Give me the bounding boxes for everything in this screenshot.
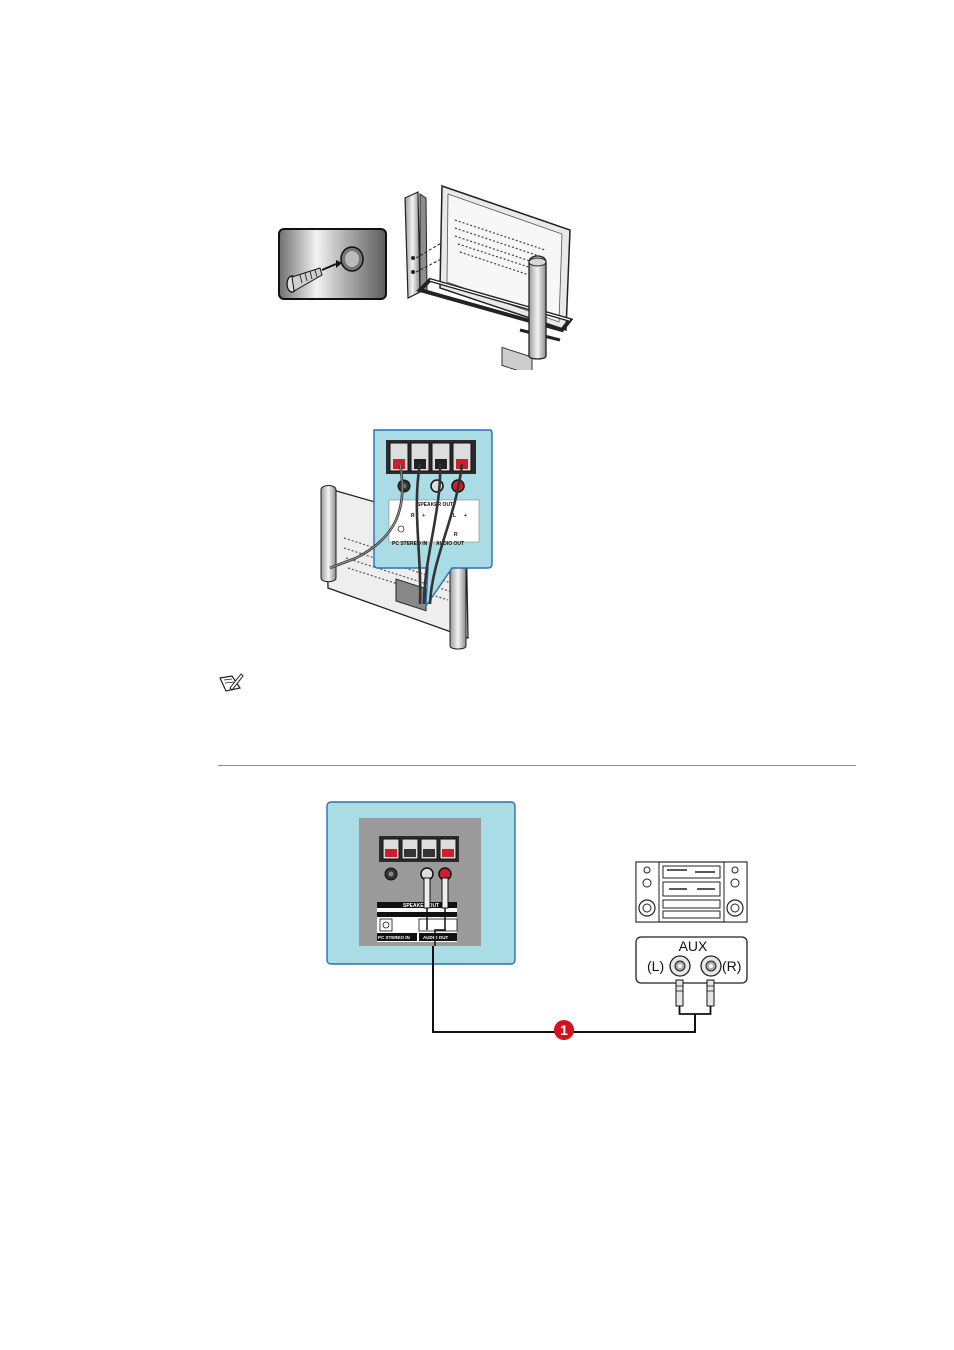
- speaker-out-label: SPEAKER OUT: [417, 502, 453, 508]
- speaker-mount-figure: [270, 180, 590, 370]
- screw-detail-inset: [279, 229, 386, 299]
- aux-input-panel: AUX (L) (R): [636, 937, 747, 1014]
- svg-text:+: +: [422, 513, 425, 519]
- aux-label: AUX: [679, 938, 708, 954]
- svg-text:R: R: [411, 513, 415, 519]
- audio-out-connection-figure: SPEAKER OUT PC STEREO IN AUDIO OUT 1: [325, 800, 755, 1045]
- pc-stereo-in-label: PC STEREO IN: [378, 935, 410, 940]
- callout-badge: 1: [554, 1020, 574, 1040]
- section-divider: [218, 765, 856, 766]
- right-speaker: [529, 256, 546, 359]
- monitor-rear: [420, 186, 570, 370]
- aux-right-jack: [701, 956, 721, 976]
- pc-stereo-in-label: PC STEREO IN: [392, 541, 428, 547]
- speaker-wiring-figure: SPEAKER OUT - R + L + R PC STEREO IN AUD…: [316, 428, 496, 653]
- svg-text:1: 1: [560, 1022, 568, 1038]
- stereo-system-icon: [636, 862, 747, 922]
- svg-text:L: L: [453, 513, 456, 519]
- note-icon: [218, 672, 244, 694]
- speaker-out-label: SPEAKER OUT: [403, 903, 439, 909]
- svg-text:R: R: [454, 532, 458, 538]
- aux-right-label: (R): [722, 958, 741, 974]
- left-speaker: [405, 192, 427, 298]
- aux-left-label: (L): [647, 958, 664, 974]
- audio-out-label: AUDIO OUT: [436, 541, 464, 547]
- monitor-rear-panel: SPEAKER OUT PC STEREO IN AUDIO OUT: [327, 802, 515, 964]
- aux-left-jack: [670, 956, 690, 976]
- svg-text:+: +: [464, 513, 467, 519]
